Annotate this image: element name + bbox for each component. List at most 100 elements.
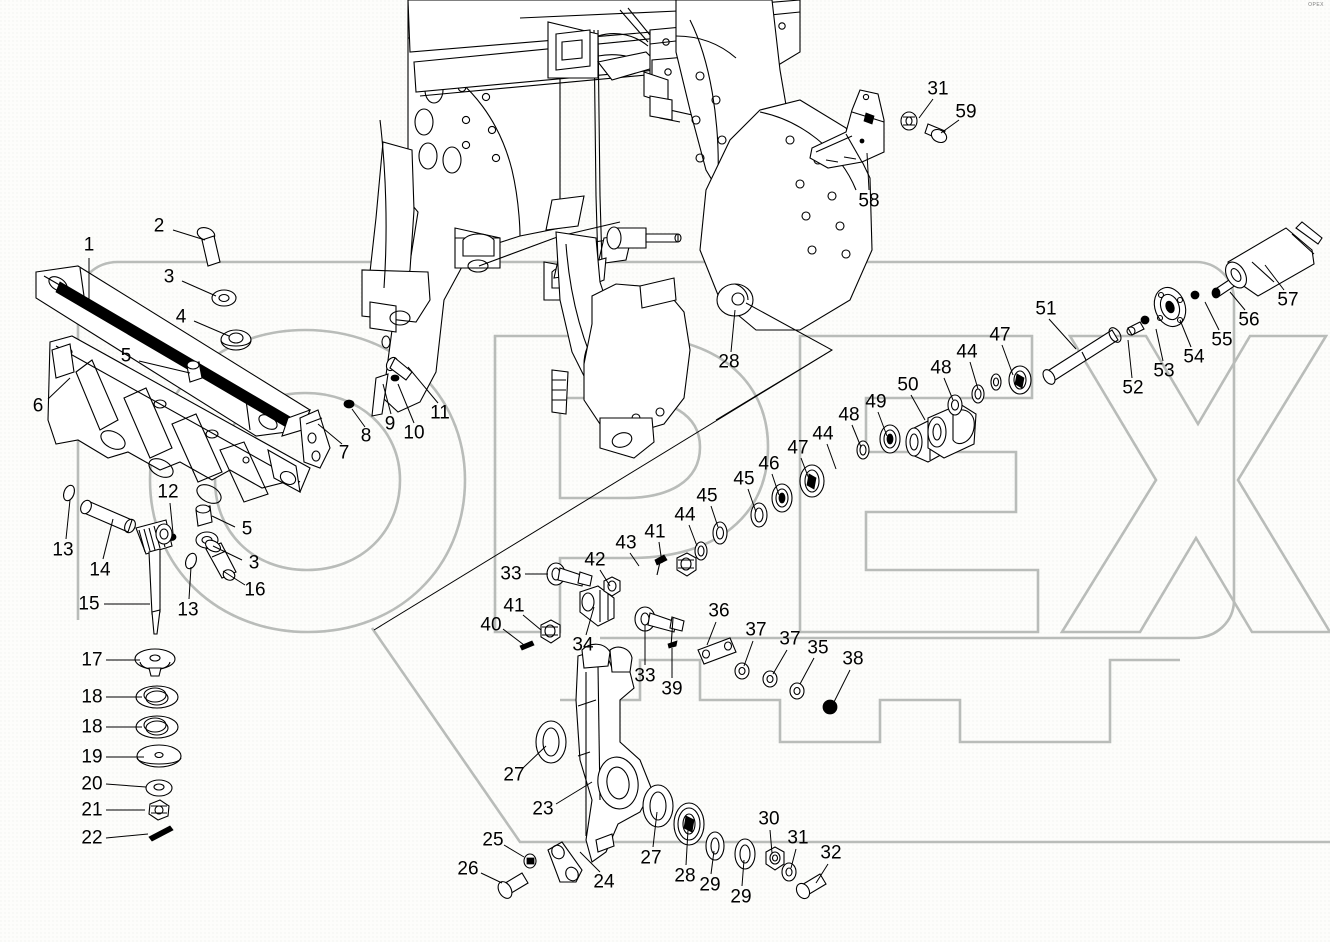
- callout-5b: 5: [241, 518, 253, 540]
- callout-54: 54: [1183, 346, 1205, 368]
- part-29-washer-a: [705, 831, 725, 861]
- callout-57: 57: [1277, 289, 1299, 311]
- callout-6: 6: [32, 395, 44, 417]
- part-50-housing: [905, 403, 977, 463]
- leader-lines: [47, 98, 1285, 887]
- callout-59: 59: [955, 101, 977, 123]
- part-39-screw: [667, 617, 678, 649]
- part-18-washer-a: [135, 685, 179, 709]
- callout-3b: 3: [248, 552, 260, 574]
- part-27-washer-b: [642, 784, 674, 828]
- callout-46: 46: [758, 453, 780, 475]
- part-41-nut-b: [676, 552, 697, 577]
- callout-32: 32: [820, 842, 842, 864]
- callout-2: 2: [153, 215, 165, 237]
- part-4-bushing: [220, 329, 252, 351]
- part-30-nut: [765, 846, 785, 871]
- part-51-shaft: [1042, 327, 1122, 385]
- part-31-washer-b: [781, 862, 797, 882]
- part-21-nut: [148, 799, 170, 821]
- callout-14: 14: [89, 559, 111, 581]
- corner-watermark: OPEX: [1308, 2, 1324, 8]
- part-37-washer-a: [734, 662, 750, 680]
- part-8-pin: [343, 399, 355, 409]
- callout-15: 15: [78, 593, 100, 615]
- callout-40: 40: [480, 614, 502, 636]
- callout-21: 21: [81, 799, 103, 821]
- callout-27b: 27: [640, 847, 662, 869]
- part-48-oring-b: [947, 394, 963, 416]
- part-36-plate: [697, 637, 737, 665]
- part-29-washer-b: [734, 838, 756, 870]
- part-1-rail: [35, 265, 311, 437]
- callout-41b: 41: [644, 521, 666, 543]
- callout-23: 23: [532, 798, 554, 820]
- part-23-lever-arm: [575, 643, 653, 863]
- callout-13b: 13: [177, 599, 199, 621]
- part-27-washer-a: [535, 720, 567, 764]
- callout-28a: 28: [718, 351, 740, 373]
- part-24-link: [547, 841, 583, 883]
- part-3-washer-a: [211, 289, 237, 307]
- part-55-pin: [1190, 290, 1200, 300]
- callout-30: 30: [758, 808, 780, 830]
- part-31-washer-a: [900, 111, 918, 131]
- part-33-rod-end-a: [546, 562, 593, 587]
- callout-39: 39: [661, 678, 683, 700]
- part-5-spacer-a: [186, 360, 203, 383]
- callout-44a: 44: [674, 504, 696, 526]
- callout-37a: 37: [745, 619, 767, 641]
- part-11-bolt: [385, 356, 413, 381]
- part-47-bearing-b: [1008, 365, 1032, 395]
- part-9-tab: [371, 373, 389, 417]
- machine-frame-group: [361, 0, 873, 459]
- part-40-pin: [519, 640, 535, 651]
- callout-38: 38: [842, 648, 864, 670]
- callout-53: 53: [1153, 360, 1175, 382]
- callout-33a: 33: [500, 563, 522, 585]
- part-52-key: [1126, 321, 1145, 336]
- callout-48b: 48: [930, 357, 952, 379]
- part-53-pin: [1140, 315, 1150, 325]
- callout-48a: 48: [838, 404, 860, 426]
- part-44-oring-a: [694, 541, 708, 561]
- part-46-seal: [771, 483, 793, 513]
- callout-27a: 27: [503, 764, 525, 786]
- part-15-knurled-screw: [135, 519, 173, 635]
- callout-18b: 18: [81, 716, 103, 738]
- callout-51: 51: [1035, 298, 1057, 320]
- callout-50: 50: [897, 374, 919, 396]
- callout-26: 26: [457, 858, 479, 880]
- callout-37b: 37: [779, 628, 801, 650]
- part-44-oring-b: [971, 384, 985, 404]
- callout-47a: 47: [787, 437, 809, 459]
- part-10-dot: [390, 374, 400, 382]
- callout-18a: 18: [81, 686, 103, 708]
- callout-9: 9: [384, 413, 396, 435]
- part-59-bolt: [924, 123, 948, 144]
- callout-12: 12: [157, 481, 179, 503]
- callout-10: 10: [403, 422, 425, 444]
- callout-1: 1: [83, 234, 95, 256]
- callout-5a: 5: [120, 345, 132, 367]
- part-25-screw: [523, 853, 537, 869]
- part-41-nut-a: [540, 619, 561, 644]
- callout-56: 56: [1238, 309, 1260, 331]
- callout-52: 52: [1122, 377, 1144, 399]
- part-35-washer: [789, 682, 805, 700]
- callout-43: 43: [615, 532, 637, 554]
- callout-42: 42: [584, 549, 606, 571]
- part-37-washer-b: [762, 670, 778, 688]
- callout-16: 16: [244, 579, 266, 601]
- callout-17: 17: [81, 649, 103, 671]
- part-6-cast-beam: [47, 335, 311, 504]
- part-5-spacer-b: [195, 504, 213, 527]
- callout-25: 25: [482, 829, 504, 851]
- part-45-washer-a: [712, 521, 728, 545]
- part-19-flat-washer: [136, 744, 182, 768]
- part-28-hub: [716, 283, 754, 317]
- callout-44c: 44: [956, 341, 978, 363]
- part-44-oring-c: [990, 373, 1002, 391]
